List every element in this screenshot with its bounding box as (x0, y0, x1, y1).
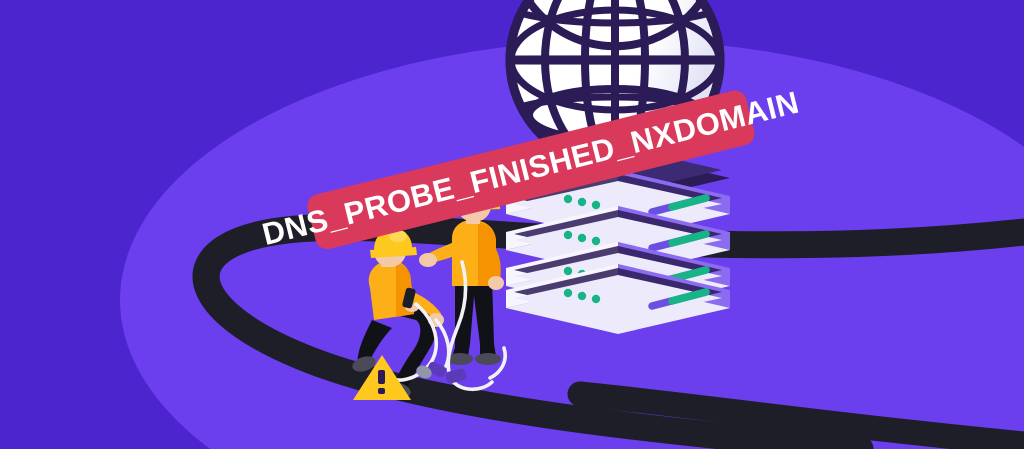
server-unit (506, 264, 730, 334)
warning-triangle (353, 355, 411, 400)
banner-background (307, 90, 755, 250)
